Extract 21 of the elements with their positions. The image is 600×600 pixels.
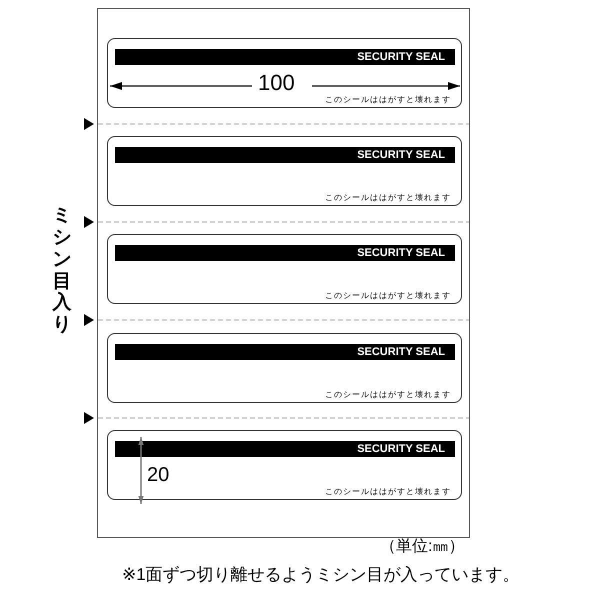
seal-label [107,38,462,108]
unit-note: （単位:㎜） [380,538,464,556]
footnote: ※1面ずつ切り離せるようミシン目が入っています。 [122,566,520,585]
dimension-value: 20 [147,464,170,486]
seal-note: このシールははがすと壊れます [325,486,451,497]
seal-label [107,234,462,304]
perforation-note: ミシン目入り [52,205,72,336]
seal-label [107,136,462,206]
seal-banner: SECURITY SEAL [115,344,455,360]
seal-banner: SECURITY SEAL [115,147,455,163]
dimension-value: 100 [258,71,295,96]
seal-banner: SECURITY SEAL [115,49,455,65]
seal-note: このシールははがすと壊れます [325,94,451,105]
seal-note: このシールははがすと壊れます [325,192,451,203]
seal-label [107,333,462,403]
seal-label [107,430,462,500]
seal-banner: SECURITY SEAL [115,441,455,457]
label-sheet [97,8,470,538]
seal-banner: SECURITY SEAL [115,245,455,261]
seal-note: このシールははがすと壊れます [325,389,451,400]
seal-note: このシールははがすと壊れます [325,290,451,301]
